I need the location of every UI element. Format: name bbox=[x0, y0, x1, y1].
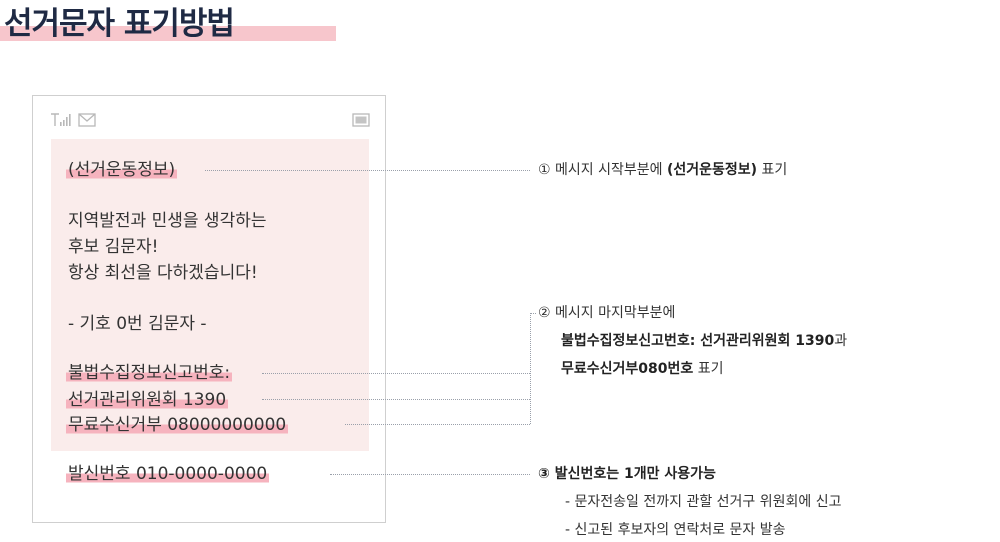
signal-icon bbox=[51, 113, 71, 126]
candidate-symbol-line: - 기호 0번 김문자 - bbox=[68, 314, 207, 334]
note-1: ① 메시지 시작부분에 (선거운동정보) 표기 bbox=[538, 160, 787, 180]
message-body-line: 지역발전과 민생을 생각하는 bbox=[68, 211, 267, 231]
phone-status-bar bbox=[50, 113, 370, 129]
note-2-line3-suffix: 표기 bbox=[693, 361, 724, 377]
election-info-tag: (선거운동정보) bbox=[66, 159, 178, 181]
sender-number: 발신번호 010-0000-0000 bbox=[66, 463, 270, 485]
note-2-line2: 불법수집정보신고번호: 선거관리위원회 1390과 bbox=[561, 331, 847, 351]
leader-line bbox=[345, 424, 530, 425]
note-2-line2-suffix: 과 bbox=[834, 333, 848, 349]
note-3-title: ③ 발신번호는 1개만 사용가능 bbox=[538, 464, 716, 484]
note-2-line2-bold: 불법수집정보신고번호: 선거관리위원회 1390 bbox=[561, 333, 835, 349]
note-3-sub2: - 신고된 후보자의 연락처로 문자 발송 bbox=[565, 522, 786, 538]
mail-icon bbox=[78, 113, 96, 127]
note-2-line1: ② 메시지 마지막부분에 bbox=[538, 305, 676, 321]
battery-icon bbox=[352, 113, 370, 127]
note-1-prefix: ① 메시지 시작부분에 bbox=[538, 162, 667, 178]
report-number: 선거관리위원회 1390 bbox=[66, 389, 229, 411]
leader-line-vertical bbox=[530, 313, 531, 424]
free-reject-number: 무료수신거부 08000000000 bbox=[66, 414, 289, 436]
note-3-sub1: - 문자전송일 전까지 관할 선거구 위원회에 신고 bbox=[565, 494, 842, 510]
page-title: 선거문자 표기방법 bbox=[4, 6, 235, 42]
note-2-line3: 무료수신거부080번호 표기 bbox=[561, 359, 723, 379]
leader-line bbox=[262, 373, 530, 374]
note-1-suffix: 표기 bbox=[757, 162, 788, 178]
note-2-line3-bold: 무료수신거부080번호 bbox=[561, 361, 694, 377]
page-title-block: 선거문자 표기방법 bbox=[0, 0, 340, 48]
leader-line bbox=[205, 170, 530, 171]
title-underline bbox=[0, 26, 336, 41]
message-body-line: 항상 최선을 다하겠습니다! bbox=[68, 263, 258, 283]
leader-line bbox=[262, 399, 530, 400]
note-1-bold: (선거운동정보) bbox=[666, 162, 758, 178]
leader-line bbox=[330, 474, 530, 475]
note-3-title-text: ③ 발신번호는 1개만 사용가능 bbox=[538, 466, 716, 482]
report-number-label: 불법수집정보신고번호: bbox=[66, 362, 233, 384]
leader-line bbox=[530, 313, 536, 314]
message-body-line: 후보 김문자! bbox=[68, 237, 159, 257]
